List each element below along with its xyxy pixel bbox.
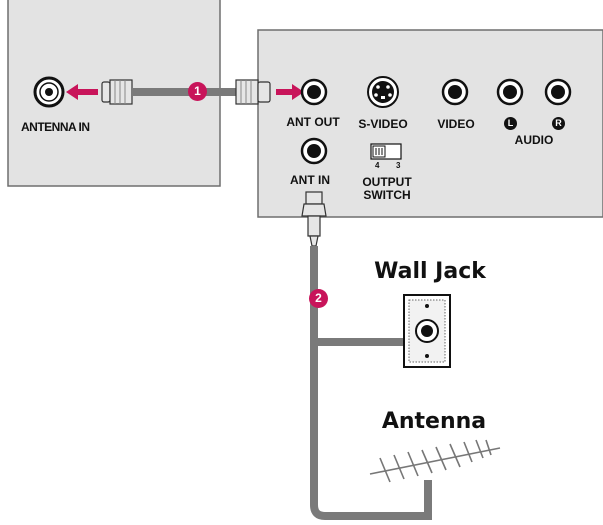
f-connector-step2-icon <box>301 191 327 247</box>
video-label: VIDEO <box>437 117 475 131</box>
video-jack-icon <box>441 78 469 106</box>
output-switch-label-line1: OUTPUT <box>362 175 412 189</box>
s-video-label: S-VIDEO <box>358 117 408 131</box>
coax-cable-step2 <box>310 246 432 520</box>
switch-position-3: 3 <box>396 161 401 170</box>
ant-in-label: ANT IN <box>290 173 330 187</box>
audio-right-jack-icon <box>544 78 572 106</box>
audio-right-badge: R <box>552 117 565 130</box>
wall-jack-title: Wall Jack <box>374 259 486 284</box>
arrow-to-ant-out-icon <box>276 84 304 100</box>
wall-jack-icon <box>403 294 451 368</box>
antenna-in-jack-icon <box>33 76 65 108</box>
output-switch-label-line2: SWITCH <box>363 188 411 202</box>
audio-left-jack-icon <box>496 78 524 106</box>
antenna-in-label: ANTENNA IN <box>21 120 90 134</box>
ant-out-label: ANT OUT <box>286 115 340 129</box>
audio-left-badge: L <box>504 117 517 130</box>
output-switch-icon <box>370 143 402 160</box>
antenna-title: Antenna <box>381 409 487 434</box>
audio-label: AUDIO <box>514 133 554 147</box>
switch-position-4: 4 <box>375 161 380 170</box>
antenna-icon <box>369 439 501 483</box>
step2-badge: 2 <box>309 289 328 308</box>
arrow-to-antenna-in-icon <box>66 84 98 100</box>
step1-badge: 1 <box>188 82 207 101</box>
tv-rear-panel <box>257 29 603 218</box>
coax-cable-step1 <box>101 79 271 105</box>
ant-in-jack-icon <box>300 137 328 165</box>
s-video-jack-icon <box>367 76 399 108</box>
ant-out-jack-icon <box>300 78 328 106</box>
